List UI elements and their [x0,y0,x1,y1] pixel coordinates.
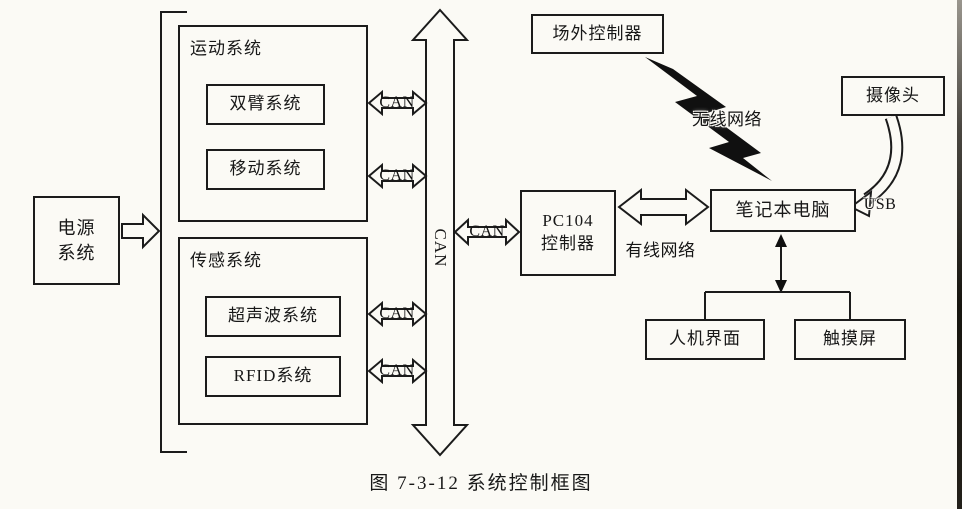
can-arrow-dual-arm [367,89,428,117]
laptop-label: 笔记本电脑 [735,200,831,221]
pc104-label-line2: 控制器 [541,234,595,253]
wired-network-arrow [617,187,710,227]
power-arrow [121,212,161,250]
ultrasonic-system-label: 超声波系统 [228,306,318,326]
can-arrow-rfid [367,357,428,385]
wired-network-label: 有线网络 [625,241,696,260]
pc104-controller-box: PC104 控制器 [520,190,616,276]
arrowhead-up [775,234,787,247]
pc104-label-line1: PC104 [542,211,594,231]
mobile-system-label: 移动系统 [229,159,302,179]
can-label-ultrasonic: CAN [379,305,415,322]
touchscreen-label: 触摸屏 [823,329,877,349]
arrowhead-down [775,280,787,293]
power-system-box: 电源 系统 [33,196,120,285]
can-label-rfid: CAN [379,362,415,379]
camera-box: 摄像头 [841,76,945,116]
dual-arm-system-label: 双臂系统 [229,94,302,114]
mobile-system-box: 移动系统 [206,149,325,190]
power-system-label-line2: 系统 [57,242,96,263]
power-system-label-line1: 电源 [57,218,96,239]
dual-arm-system-box: 双臂系统 [206,84,325,125]
can-bus-arrow [410,8,470,457]
figure-caption: 图 7-3-12 系统控制框图 [369,473,593,494]
hmi-label: 人机界面 [669,329,741,349]
wireless-network-label: 无线网络 [692,110,762,129]
motion-system-label: 运动系统 [190,39,262,58]
can-arrow-pc104 [453,217,521,247]
usb-curve-fill [864,115,902,203]
usb-arrowhead [849,189,873,218]
rfid-system-box: RFID系统 [205,356,341,397]
can-label-pc104: CAN [469,223,505,240]
touchscreen-box: 触摸屏 [794,319,906,360]
can-label-mobile: CAN [379,167,415,184]
scan-edge-artifact [957,0,962,509]
ultrasonic-system-box: 超声波系统 [205,296,341,337]
splitter-lines [704,291,851,319]
sensing-system-label: 传感系统 [190,251,262,270]
can-arrow-ultrasonic [367,300,428,328]
offsite-controller-label: 场外控制器 [552,23,643,43]
can-label-dual-arm: CAN [379,94,415,111]
wireless-lightning-link [645,57,772,181]
camera-label: 摄像头 [866,85,920,105]
usb-label: USB [863,196,897,213]
hmi-box: 人机界面 [645,319,765,360]
laptop-box: 笔记本电脑 [710,189,856,232]
offsite-controller-box: 场外控制器 [531,14,664,54]
rfid-system-label: RFID系统 [233,366,313,386]
can-arrow-mobile [367,162,428,190]
group-bracket [160,11,187,453]
can-bus-label: CAN [431,228,450,268]
